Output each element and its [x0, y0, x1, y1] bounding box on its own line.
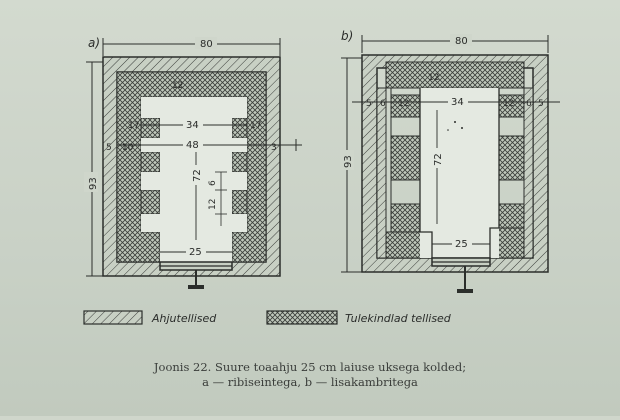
label-72: 72: [192, 169, 203, 182]
legend-label-brick2: Tulekindlad tellised: [345, 312, 452, 325]
right-block-2: [498, 135, 525, 181]
label-door-25: 25: [189, 247, 202, 258]
left-block-2: [390, 135, 421, 181]
dim-width-label: 80: [200, 39, 213, 50]
label-side-5: 5: [106, 143, 112, 153]
label-48: 48: [186, 140, 199, 151]
legend-swatch-cross: [266, 310, 338, 325]
panel-a-label: a): [88, 36, 100, 50]
label-34: 34: [186, 120, 199, 131]
label-rib-12: 12: [208, 199, 218, 210]
legend: Ahjutellised Tulekindlad tellised: [83, 310, 452, 325]
dim-height-label: 93: [88, 177, 99, 190]
label-72-b: 72: [433, 153, 444, 166]
panel-a: a) 80 93 12: [84, 36, 302, 289]
label-side-6-left: 6: [380, 99, 386, 109]
rib-left-2: [140, 151, 161, 173]
panel-b-label: b): [341, 29, 353, 43]
top-firebrick-b: [385, 61, 525, 89]
label-top-row-b: 12: [428, 73, 439, 83]
label-10: 10: [122, 143, 134, 153]
label-side-3: 3: [271, 143, 277, 153]
label-17-right: 17: [250, 121, 261, 131]
label-side-5-b: 5: [366, 99, 372, 109]
rib-right-2: [231, 151, 248, 173]
rib-left-1: [140, 117, 161, 139]
label-rib-6: 6: [208, 180, 218, 186]
firebox-chamber-b: [420, 88, 499, 258]
rib-left-3: [140, 189, 161, 215]
label-side-12-right: 12: [503, 99, 514, 109]
dim-height-label-b: 93: [343, 155, 354, 168]
panel-b: b) 80 93: [340, 29, 560, 293]
legend-swatch-hatch: [83, 310, 143, 325]
label-side-5-right: 5: [538, 99, 544, 109]
label-34-b: 34: [451, 97, 464, 108]
rib-right-3: [231, 189, 248, 215]
rib-right-1: [231, 117, 248, 139]
label-top-row: 12: [172, 81, 183, 91]
label-side-6-right: 6: [526, 99, 532, 109]
caption-line-2: a — ribiseintega, b — lisakambritega: [202, 375, 418, 389]
label-door-25-b: 25: [455, 239, 468, 250]
left-block-3: [390, 203, 421, 233]
legend-label-brick1: Ahjutellised: [151, 312, 217, 325]
caption-line-1: Joonis 22. Suure toaahju 25 cm laiuse uk…: [153, 360, 467, 374]
label-17-left: 17: [128, 121, 139, 131]
right-block-3: [498, 203, 525, 229]
dim-width-label-b: 80: [455, 36, 468, 47]
label-side-12-left: 12: [398, 99, 409, 109]
